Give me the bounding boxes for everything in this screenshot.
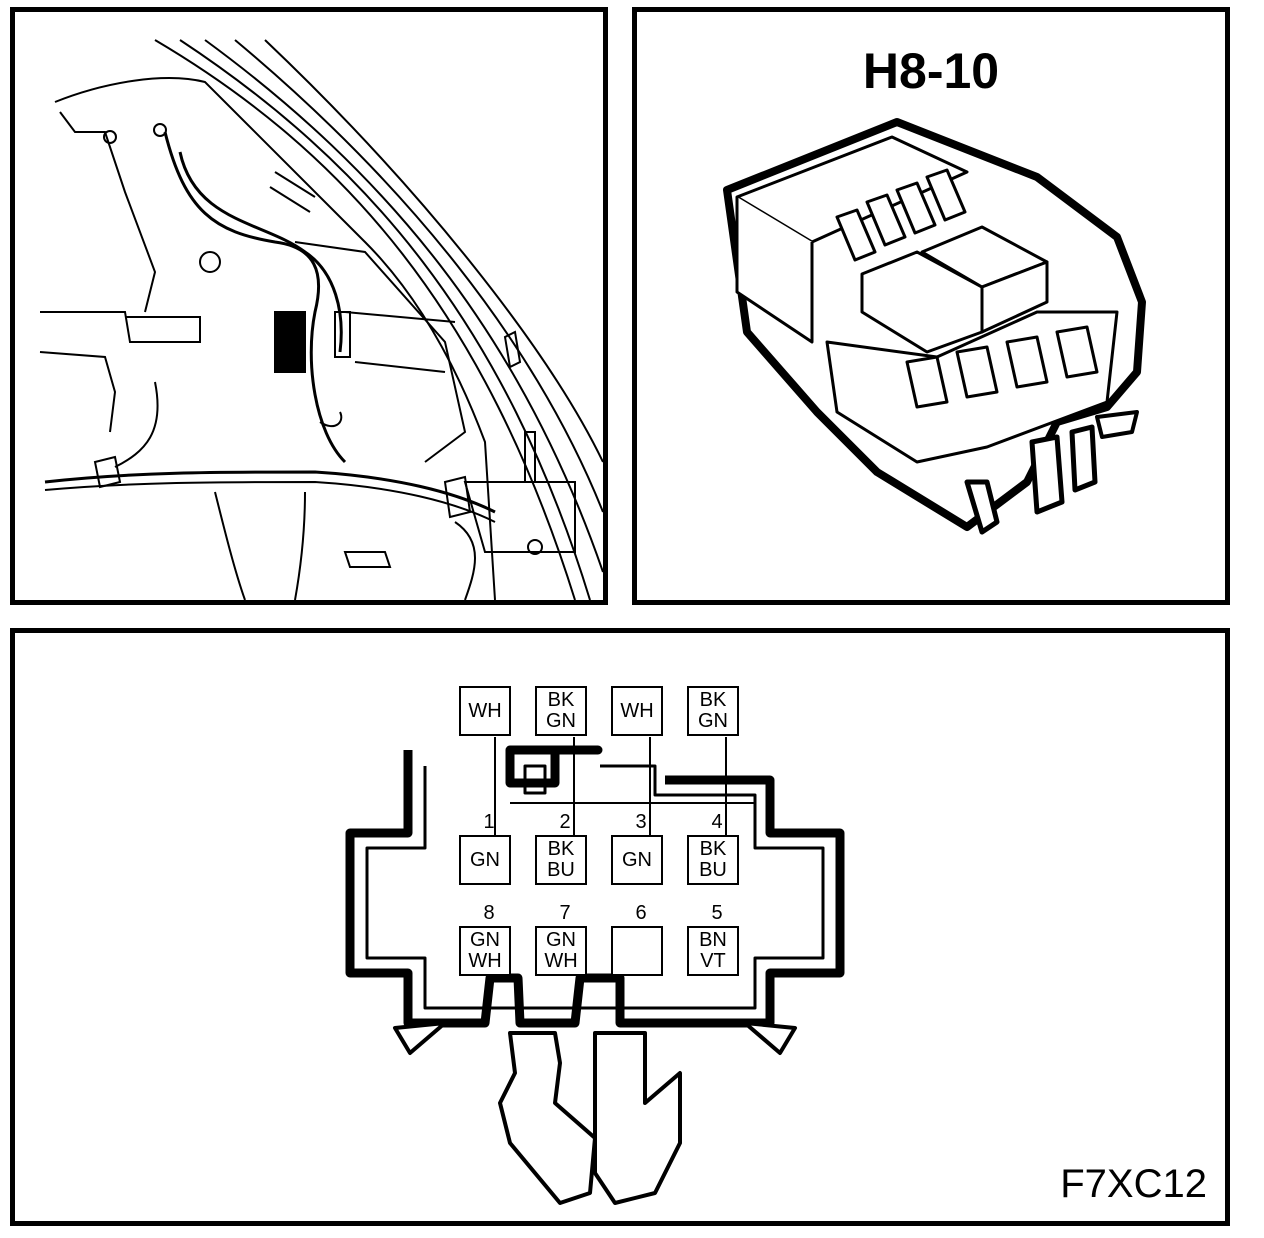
pin-number: 7 (559, 902, 571, 924)
pin-number: 5 (711, 902, 723, 924)
pin-number: 8 (483, 902, 495, 924)
wire-color-box: BK GN (687, 686, 739, 736)
wire-color-box: WH (459, 686, 511, 736)
pin-color-box: BK BU (687, 835, 739, 885)
pin-number: 2 (559, 811, 571, 833)
vehicle-location-panel (10, 7, 608, 605)
latch-clips (393, 1021, 797, 1205)
pin-number: 3 (635, 811, 647, 833)
pin-color-box: GN WH (535, 926, 587, 976)
connector-view-panel: H8-10 (632, 7, 1230, 605)
pinout-diagram (345, 737, 845, 1205)
vehicle-location-drawing (39, 39, 603, 600)
connector-id-label: H8-10 (862, 43, 1000, 99)
pinout-panel: WH BK GN WH BK GN 1 2 3 4 GN BK BU GN BK… (10, 628, 1230, 1226)
wire-lines (494, 737, 727, 838)
wire-color-box: WH (611, 686, 663, 736)
pin-number: 4 (711, 811, 723, 833)
pin-color-box (611, 926, 663, 976)
pin-color-box: BK BU (535, 835, 587, 885)
pin-color-box: BN VT (687, 926, 739, 976)
housing-outline (345, 745, 845, 1028)
connector-3d-drawing (723, 118, 1146, 535)
pin-color-box: GN WH (459, 926, 511, 976)
housing-inner-outline (365, 764, 825, 1010)
figure-code: F7XC12 (1060, 1162, 1207, 1206)
pin-number: 1 (483, 811, 495, 833)
wire-color-box: BK GN (535, 686, 587, 736)
pin-number: 6 (635, 902, 647, 924)
pin-color-box: GN (459, 835, 511, 885)
pin-color-box: GN (611, 835, 663, 885)
